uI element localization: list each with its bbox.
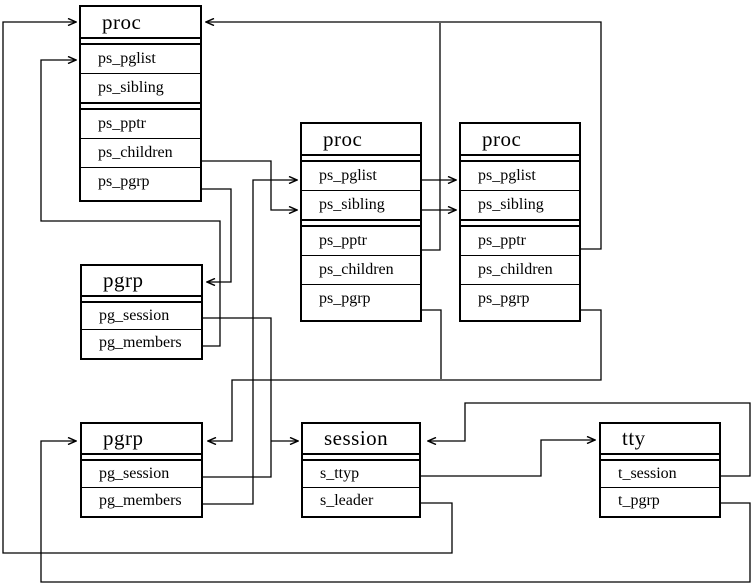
struct-field-ps_pgrp: ps_pgrp <box>302 284 420 313</box>
struct-field-ps_sibling: ps_sibling <box>461 190 579 219</box>
struct-box-proc-right: proc ps_pglist ps_sibling ps_pptr ps_childre… <box>459 122 581 322</box>
pointer-edge-pgrp-upper.pg_session-to-session.title <box>202 317 272 478</box>
struct-field-ps_pptr: ps_pptr <box>319 232 367 249</box>
struct-field-ps_pptr: ps_pptr <box>98 115 146 132</box>
pointer-edge-proc-right.ps_pgrp-to-pgrp-lower.title <box>208 309 602 441</box>
pointer-edge-pgrp-upper.pg_members-to-proc-top.ps_pglist <box>40 60 221 347</box>
pointer-edge-session.s_leader-to-proc-top.title <box>2 22 453 554</box>
struct-field-ps_pglist: ps_pglist <box>478 167 536 184</box>
elided-fields-band <box>81 37 200 45</box>
struct-title-proc-top: proc <box>102 9 142 34</box>
struct-field-pg_members: pg_members <box>82 487 201 514</box>
struct-box-pgrp-lower: pgrp pg_session pg_members <box>80 422 203 518</box>
pointer-edge-pgrp-lower.pg_members-to-proc-mid.ps_pglist <box>202 180 297 505</box>
struct-title-pgrp-lower: pgrp <box>103 426 144 450</box>
struct-field-pg_session: pg_session <box>99 465 170 482</box>
elided-fields-band <box>302 154 420 162</box>
elided-fields-band <box>601 453 719 461</box>
struct-field-ps_pgrp: ps_pgrp <box>461 284 579 313</box>
pointer-edge-session.s_ttyp-to-tty.title <box>421 440 595 477</box>
struct-field-pg_session: pg_session <box>99 307 170 324</box>
struct-title-pgrp-upper: pgrp <box>103 268 144 292</box>
struct-field-ps_pptr: ps_pptr <box>478 232 526 249</box>
struct-title-session: session <box>324 426 389 450</box>
struct-title-tty: tty <box>622 426 646 450</box>
struct-box-session: session s_ttyp s_leader <box>301 422 421 518</box>
struct-field-s_ttyp: s_ttyp <box>320 465 360 482</box>
struct-box-pgrp-upper: pgrp pg_session pg_members <box>80 264 203 360</box>
struct-title-proc-right: proc <box>482 126 522 151</box>
struct-field-ps_sibling: ps_sibling <box>302 190 420 219</box>
struct-field-ps_pgrp: ps_pgrp <box>81 167 200 196</box>
elided-fields-band <box>82 453 201 461</box>
pointer-edge-proc-top.ps_pgrp-to-pgrp-upper.title <box>201 188 232 282</box>
pointer-edge-tty.t_pgrp-to-pgrp-lower.title <box>40 441 751 583</box>
struct-title-proc-mid: proc <box>323 126 363 151</box>
elided-fields-band <box>461 219 579 227</box>
elided-fields-band <box>303 453 419 461</box>
pointer-edge-tty.t_session-to-session.title <box>428 402 751 477</box>
pointer-edge-proc-mid.ps_pptr-to-proc-top.title <box>422 23 441 251</box>
elided-fields-band <box>81 102 200 110</box>
struct-field-ps_sibling: ps_sibling <box>81 73 200 102</box>
struct-box-proc-top: proc ps_pglist ps_sibling ps_pptr ps_childre… <box>79 5 202 202</box>
struct-box-proc-mid: proc ps_pglist ps_sibling ps_pptr ps_childre… <box>300 122 422 322</box>
struct-field-ps_children: ps_children <box>461 255 579 284</box>
elided-fields-band <box>82 295 201 303</box>
struct-field-ps_pglist: ps_pglist <box>98 50 156 67</box>
struct-field-ps_pglist: ps_pglist <box>319 167 377 184</box>
struct-field-t_session: t_session <box>618 465 677 482</box>
elided-fields-band <box>461 154 579 162</box>
struct-box-tty: tty t_session t_pgrp <box>599 422 721 518</box>
struct-field-s_leader: s_leader <box>303 487 419 514</box>
pointer-edge-proc-top.ps_children-to-proc-mid.ps_sibling <box>201 160 297 210</box>
elided-fields-band <box>302 219 420 227</box>
pointer-edge-proc-right.ps_pptr-to-proc-top.title <box>206 22 602 250</box>
pointer-edge-proc-mid.ps_pgrp-to-pgrp-lower.title <box>422 309 442 379</box>
struct-field-pg_members: pg_members <box>82 329 201 356</box>
struct-field-ps_children: ps_children <box>302 255 420 284</box>
struct-field-t_pgrp: t_pgrp <box>601 487 719 514</box>
struct-field-ps_children: ps_children <box>81 138 200 167</box>
